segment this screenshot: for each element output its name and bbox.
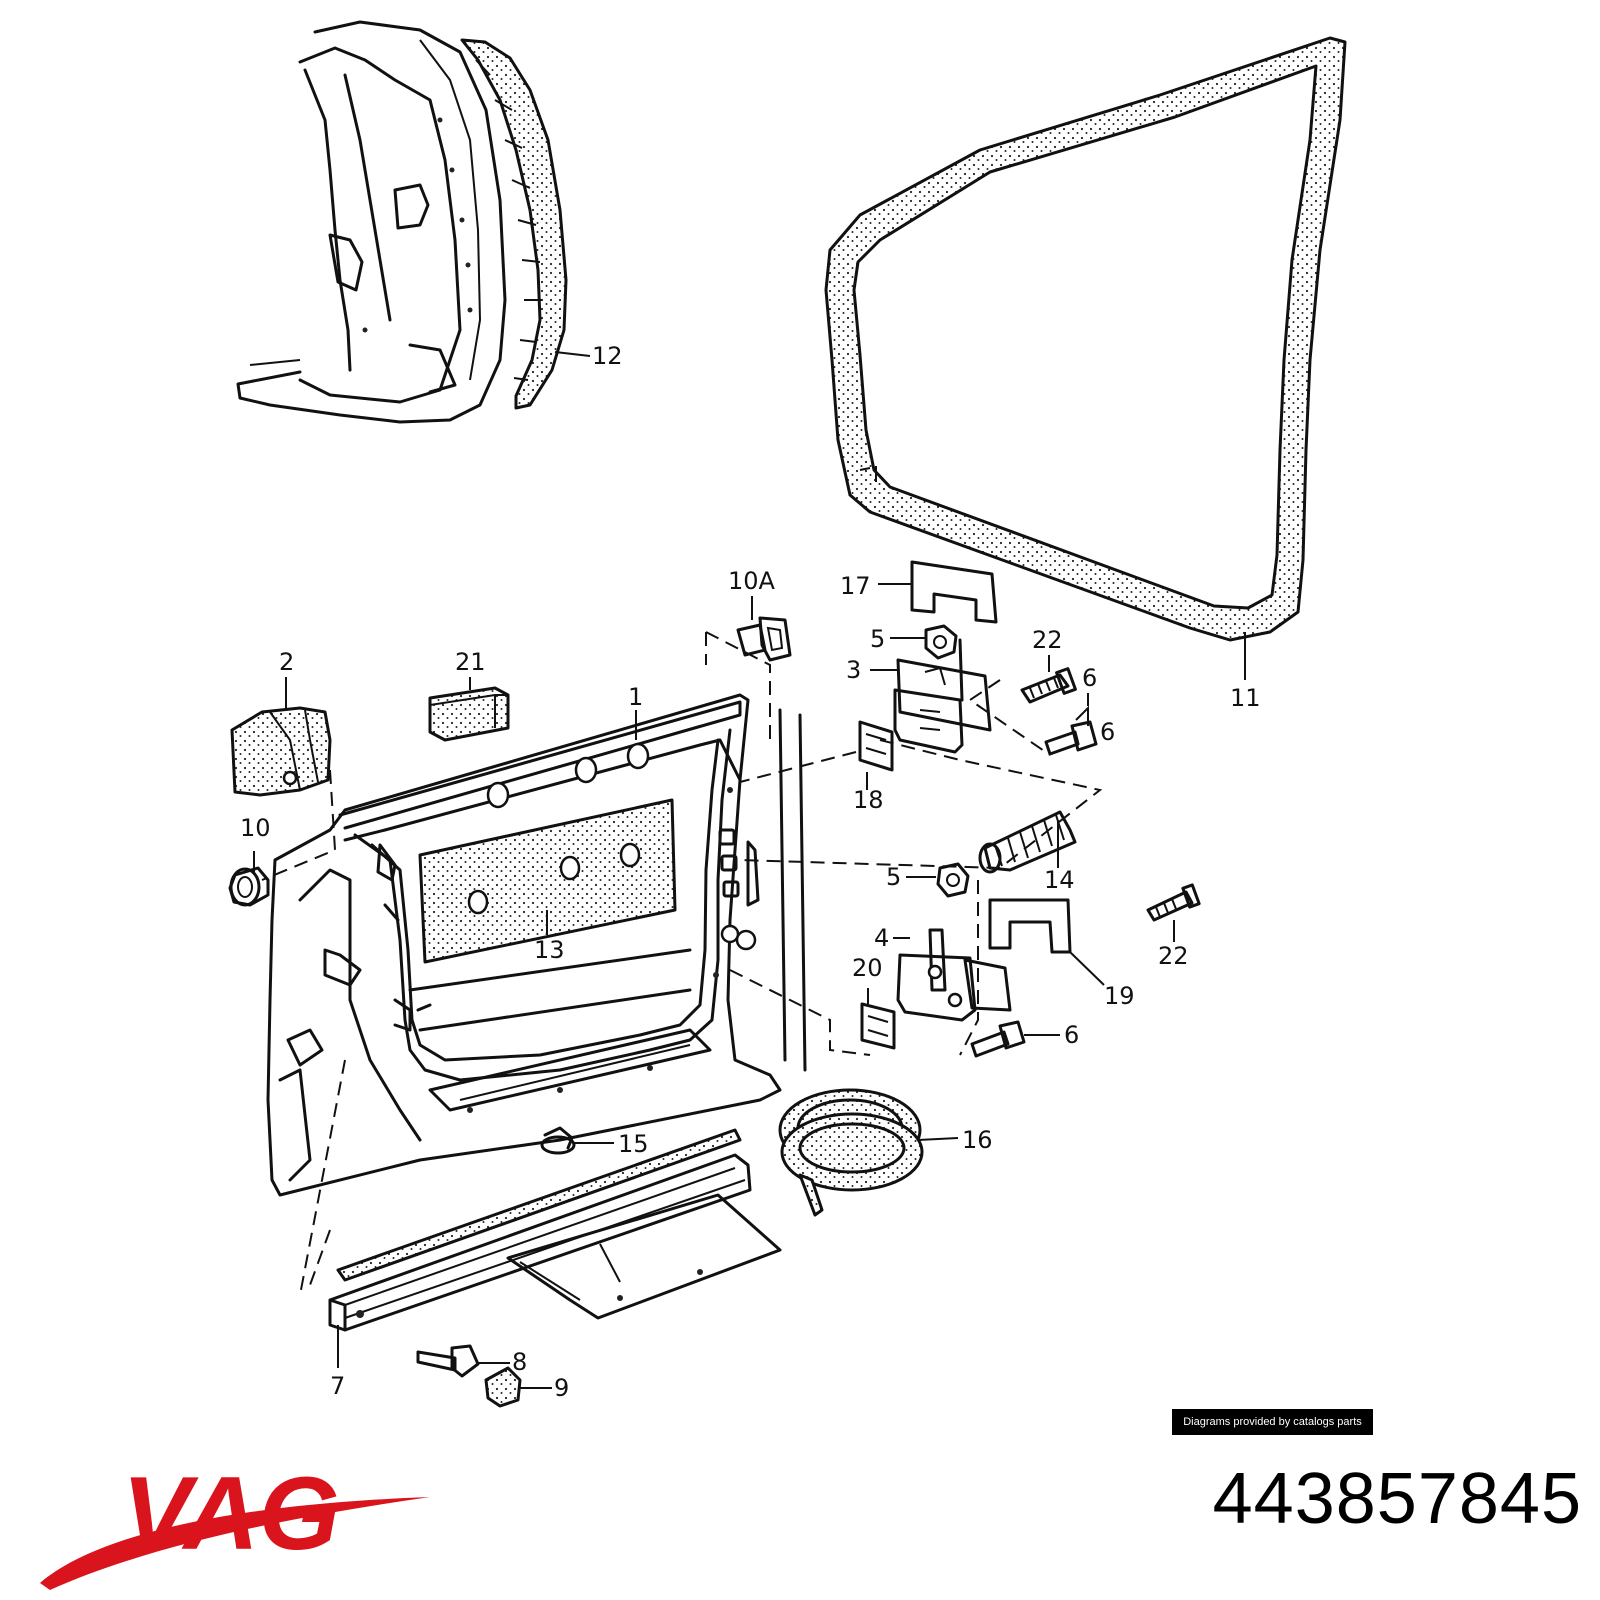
lower-hinge [896,928,1012,1022]
cap-9 [484,1366,522,1408]
shim-19 [988,898,1072,954]
clip-10A [736,616,792,662]
callout-11: 11 [1230,684,1261,712]
callout-10A: 10A [728,567,776,595]
callout-6-upper-b: 6 [1100,718,1115,746]
diagram-credit: Diagrams provided by catalogs parts [1172,1409,1373,1435]
callout-9: 9 [554,1374,569,1402]
stud-22-lower [1146,883,1201,922]
upper-hinge [893,638,992,754]
logo-text: VAG [122,1456,340,1572]
shim-17 [910,560,998,624]
shim-20 [860,1002,896,1050]
callout-19: 19 [1104,982,1135,1010]
leader-lines [253,351,1246,1389]
nut-5-upper [924,624,958,660]
shim-18 [858,720,894,772]
door-frame-seal [824,36,1347,642]
callout-3: 3 [846,656,861,684]
nut-5-lower [936,862,970,898]
callout-13: 13 [534,936,565,964]
coiled-seal [778,1088,924,1217]
callout-12: 12 [592,342,623,370]
callout-20: 20 [852,954,883,982]
hinge-pad [230,706,332,797]
sill-trim [328,1128,752,1332]
pillar-seal-strip [460,38,568,410]
bolt-6-lower [970,1020,1026,1058]
callout-1: 1 [628,683,643,711]
grommet-10 [228,866,270,907]
callout-22-lower: 22 [1158,942,1189,970]
callout-labels: 12 11 10A 17 5 3 22 6 6 2 21 1 18 10 14 … [240,342,1261,1402]
callout-16: 16 [962,1126,993,1154]
callout-4: 4 [874,924,889,952]
callout-22-upper: 22 [1032,626,1063,654]
callout-2: 2 [279,648,294,676]
callout-8: 8 [512,1348,527,1376]
callout-10: 10 [240,814,271,842]
callout-15: 15 [618,1130,649,1158]
callout-21: 21 [455,648,486,676]
body-pillar-section [236,20,507,424]
vag-logo: VAG [40,1456,430,1590]
sound-pad [418,798,677,964]
sill-lower-panel [506,1193,782,1320]
callout-7: 7 [330,1372,345,1400]
foam-block [428,686,510,742]
callout-5-upper: 5 [870,625,885,653]
door-shell [266,693,807,1197]
stud-22-upper [1020,667,1077,704]
callout-5-lower: 5 [886,863,901,891]
part-number: 443857845 [1212,1459,1582,1539]
callout-6-lower: 6 [1064,1021,1079,1049]
assembly-lines [261,631,1103,1296]
callout-18: 18 [853,786,884,814]
callout-6-upper-a: 6 [1082,664,1097,692]
callout-17: 17 [840,572,871,600]
plug-15 [540,1126,576,1155]
bolt-6-upper [1044,720,1098,756]
callout-14: 14 [1044,866,1075,894]
bolt-8 [416,1344,480,1378]
